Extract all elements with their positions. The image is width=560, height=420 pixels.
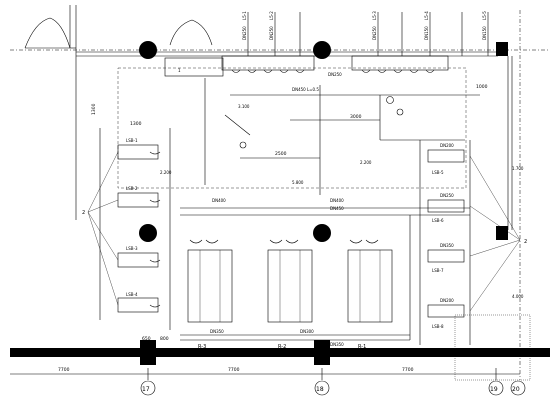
- top-pipe-label: DN150: [424, 26, 429, 40]
- dim-label: 2500: [275, 151, 287, 157]
- svg-text:20: 20: [512, 386, 520, 393]
- left-pump-group: [99, 128, 171, 330]
- svg-text:1: 1: [178, 68, 181, 73]
- elevation-label: 2.200: [160, 170, 172, 175]
- pipe-label: DN350: [210, 329, 224, 334]
- top-tag-label: L5-4: [424, 11, 429, 20]
- axis-bubble: 18: [314, 380, 330, 396]
- dim-label: 650: [142, 336, 151, 342]
- axis-bubble: 19: [488, 380, 504, 396]
- svg-text:19: 19: [490, 386, 498, 393]
- top-pipe-label: DN150: [482, 26, 487, 40]
- elevation-label: 3.100: [238, 104, 250, 109]
- column-circle: [139, 224, 157, 242]
- heat-exchanger-r1: [347, 239, 393, 323]
- bottom-dimension-line: [10, 368, 520, 380]
- column-block: [314, 340, 330, 365]
- elevation-label: 2.200: [360, 160, 372, 165]
- valve-tag: LSB-5: [432, 170, 444, 175]
- top-wall: [10, 49, 550, 57]
- exchanger-label: R-2: [278, 344, 286, 350]
- top-door-2: 1: [164, 19, 224, 77]
- column-block: [496, 42, 508, 56]
- dim-label: 800: [160, 336, 169, 342]
- top-tag-label: L5-3: [372, 11, 377, 20]
- elevation-label: 5.800: [292, 180, 304, 185]
- dim-label: 3000: [350, 114, 362, 120]
- axis-bubble: 20: [510, 380, 526, 396]
- pipe-label: DN200: [440, 298, 454, 303]
- column-block: [496, 226, 508, 240]
- top-tag-label: L5-2: [269, 11, 274, 20]
- valve-symbol: [224, 114, 251, 149]
- callout-number: 2: [82, 210, 85, 216]
- valve-tag: LSB-1: [126, 138, 138, 143]
- column-block: [140, 340, 156, 365]
- pipe-label: DN400: [212, 198, 226, 203]
- grid-dim-label: 7700: [58, 367, 70, 373]
- top-pipe-label: DN250: [242, 26, 247, 40]
- top-risers: [247, 12, 489, 56]
- dim-label: 1300: [130, 121, 142, 127]
- valve-tag: LSB-2: [126, 186, 138, 191]
- heat-exchanger-r2: [267, 239, 313, 323]
- pipe-label: DN450: [330, 206, 344, 211]
- exchanger-label: R-1: [358, 344, 366, 350]
- column-circle: [139, 41, 157, 59]
- dim-label: 1000: [476, 84, 488, 90]
- valve-tag: LSB-6: [432, 218, 444, 223]
- right-wall: [454, 10, 531, 381]
- top-header-right: [351, 55, 449, 73]
- svg-text:17: 17: [142, 386, 150, 393]
- main-pipe-loop: [117, 67, 480, 195]
- pipe-label: DN400: [330, 198, 344, 203]
- exchanger-label: R-3: [198, 344, 206, 350]
- valve-symbol: [386, 96, 404, 116]
- top-tag-label: L5-1: [242, 11, 247, 20]
- grid-dim-label: 7700: [402, 367, 414, 373]
- valve-tag: LSB-3: [126, 246, 138, 251]
- elevation-label: 1.700: [512, 166, 524, 171]
- heat-exchanger-r3: [187, 239, 233, 323]
- svg-text:18: 18: [316, 386, 324, 393]
- pipe-label: DN350: [440, 243, 454, 248]
- elevation-label: 4.000: [512, 294, 524, 299]
- pipe-label: DN250: [440, 193, 454, 198]
- valve-tag: LSB-7: [432, 268, 444, 273]
- column-circle: [313, 224, 331, 242]
- top-left-door-area: [24, 5, 77, 220]
- dim-label: 1300: [91, 103, 97, 115]
- exchanger-headers: [180, 207, 470, 341]
- grid-dim-label: 7700: [228, 367, 240, 373]
- top-header-left: [221, 55, 315, 73]
- callout-number: 2: [524, 239, 527, 245]
- column-circle: [313, 41, 331, 59]
- callout-fan-right: [469, 155, 521, 312]
- callout-fan-left: [87, 151, 119, 306]
- top-pipe-label: DN250: [372, 26, 377, 40]
- axis-bubble: 17: [140, 380, 156, 396]
- valve-tag: LSB-8: [432, 324, 444, 329]
- top-tag-label: L5-5: [482, 11, 487, 20]
- bottom-wall: [10, 340, 550, 365]
- valve-tag: LSB-4: [126, 292, 138, 297]
- top-pipe-label: DN250: [269, 26, 274, 40]
- pipe-label: DN300: [300, 329, 314, 334]
- main-pipe-label: DN450 L=0.5: [292, 87, 319, 92]
- pipe-label: DN200: [440, 143, 454, 148]
- main-pipe-label: DN250: [328, 72, 342, 77]
- pipe-label: DN350: [330, 342, 344, 347]
